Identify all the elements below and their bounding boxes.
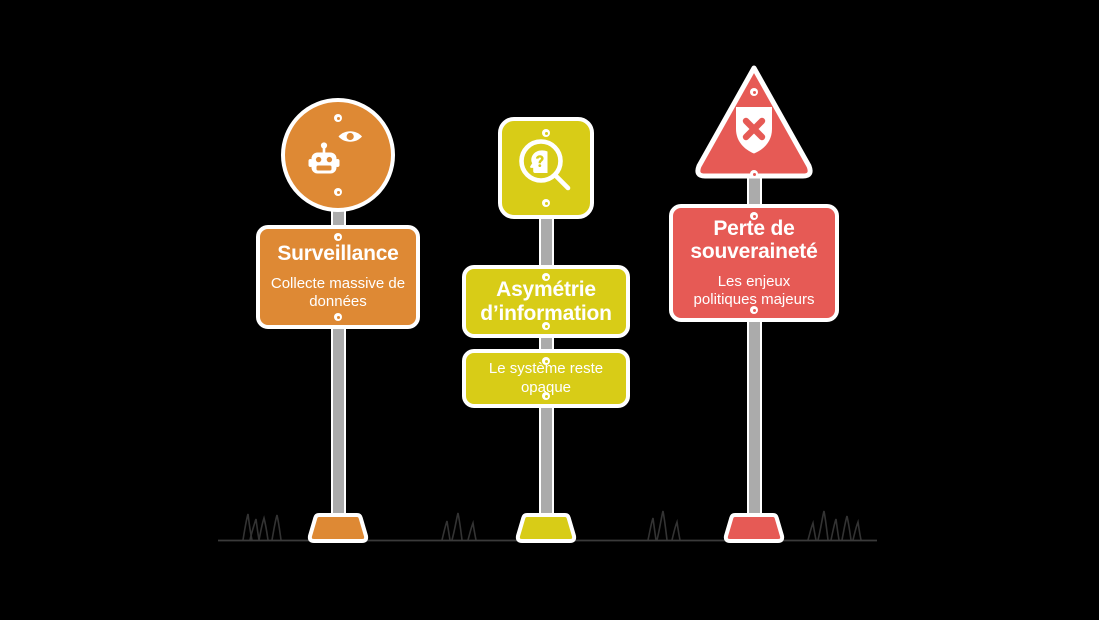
- rivet: [542, 199, 550, 207]
- panel-title: Surveillance: [277, 242, 399, 266]
- rivet: [750, 88, 758, 96]
- head-sign-triangle[interactable]: [691, 62, 817, 184]
- head-sign-circle[interactable]: [281, 98, 395, 212]
- rivet: [542, 129, 550, 137]
- robot-eye-icon: [307, 126, 369, 185]
- rivet: [750, 306, 758, 314]
- rivet: [750, 212, 758, 220]
- rivet: [542, 273, 550, 281]
- post-base: [306, 511, 370, 543]
- rivet: [334, 188, 342, 196]
- rivet: [750, 170, 758, 178]
- rivet: [542, 357, 550, 365]
- rivet: [542, 322, 550, 330]
- rivet: [334, 114, 342, 122]
- magnifier-head-question-icon: [517, 137, 575, 200]
- grass-tufts: [242, 510, 862, 541]
- rivet: [334, 233, 342, 241]
- post-base: [514, 511, 578, 543]
- head-sign-square[interactable]: [498, 117, 594, 219]
- rivet: [334, 313, 342, 321]
- post-base: [722, 511, 786, 543]
- shield-cross-icon: [732, 103, 776, 157]
- rivet: [542, 392, 550, 400]
